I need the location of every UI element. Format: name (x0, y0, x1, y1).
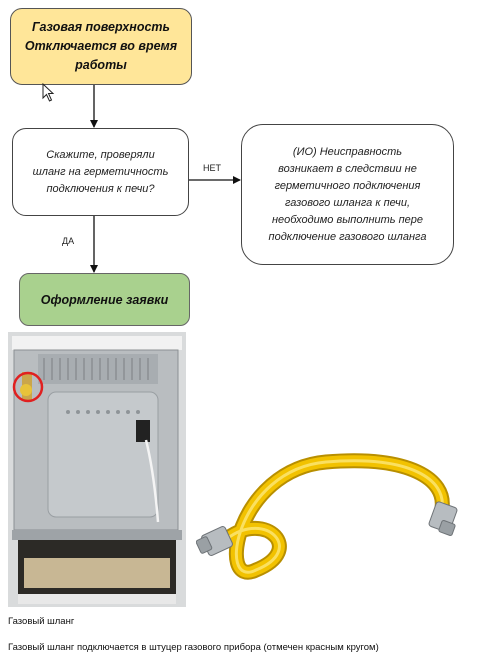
action-box: Оформление заявки (19, 273, 190, 326)
highlight-circle (12, 371, 44, 403)
io-box-text: (ИО) Неисправность возникает в следствии… (268, 145, 427, 243)
hose-fitting-left (196, 526, 233, 556)
edge-label-yes: ДА (62, 236, 75, 246)
start-box: Газовая поверхность Отключается во время… (10, 8, 192, 85)
io-box: (ИО) Неисправность возникает в следствии… (241, 124, 454, 265)
stove-back-photo (8, 332, 186, 607)
edge-label-no: НЕТ (203, 163, 221, 173)
hose-fitting-right (428, 501, 458, 536)
mouse-cursor-icon (42, 83, 55, 102)
question-box-text: Скажите, проверяли шланг на герметичност… (32, 148, 169, 195)
question-box: Скажите, проверяли шланг на герметичност… (12, 128, 189, 216)
caption-description: Газовый шланг подключается в штуцер газо… (8, 642, 379, 653)
action-box-text: Оформление заявки (40, 292, 169, 307)
caption-title: Газовый шланг (8, 616, 75, 627)
gas-hose-photo (196, 453, 458, 580)
start-box-text: Газовая поверхность Отключается во время… (24, 20, 178, 72)
